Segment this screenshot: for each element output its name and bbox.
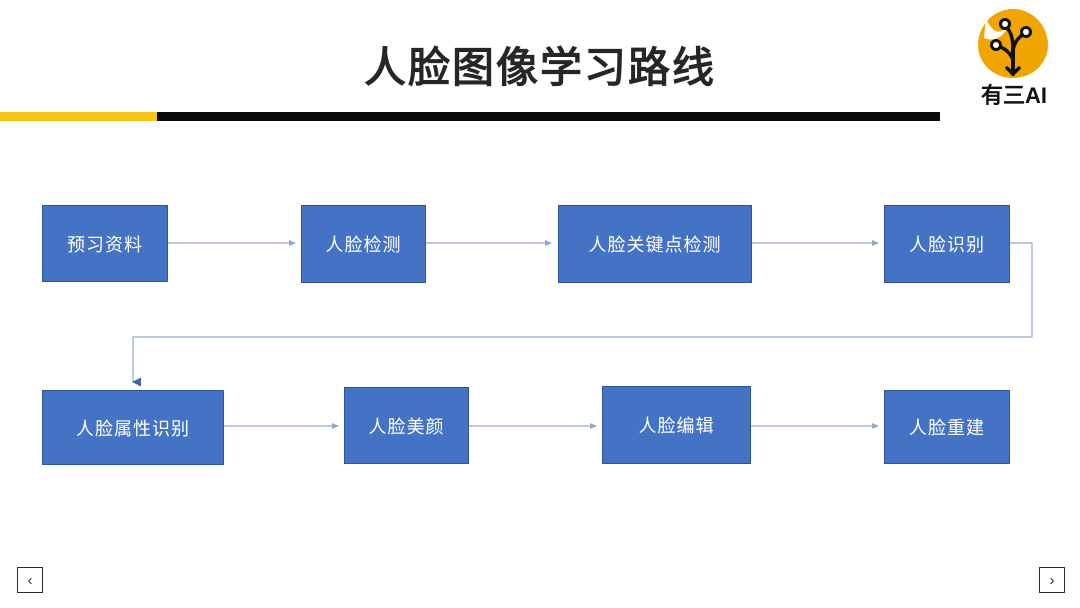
flame-circuit-logo-icon [978, 9, 1048, 78]
flow-node-label: 人脸关键点检测 [588, 235, 722, 255]
title-divider [0, 112, 940, 121]
edge-recognition-to-attribute [132, 242, 1033, 387]
flow-node-face-beautify[interactable]: 人脸美颜 [344, 387, 469, 464]
flow-node-label: 预习资料 [67, 234, 143, 255]
flow-node-face-detection[interactable]: 人脸检测 [301, 205, 426, 283]
flow-node-label: 人脸编辑 [638, 416, 715, 436]
next-slide-button[interactable]: › [1039, 567, 1065, 593]
flow-node-label: 人脸检测 [325, 235, 402, 255]
page-title: 人脸图像学习路线 [363, 46, 716, 92]
prev-slide-button[interactable]: ‹ [17, 567, 43, 593]
flow-node-attribute-recognition[interactable]: 人脸属性识别 [42, 390, 224, 465]
chevron-left-icon: ‹ [27, 571, 33, 589]
brand-logo: 有三AI [964, 8, 1064, 108]
flow-node-landmark-detection[interactable]: 人脸关键点检测 [558, 205, 752, 283]
flow-node-label: 人脸识别 [909, 235, 985, 255]
flow-node-label: 人脸属性识别 [76, 418, 190, 439]
divider-black-segment [157, 112, 940, 121]
flow-node-face-recognition[interactable]: 人脸识别 [884, 205, 1010, 283]
flow-node-label: 人脸重建 [909, 418, 985, 438]
flow-node-face-editing[interactable]: 人脸编辑 [602, 386, 751, 464]
flow-node-prep[interactable]: 预习资料 [42, 205, 168, 282]
flow-node-label: 人脸美颜 [368, 416, 445, 437]
flow-node-face-reconstruction[interactable]: 人脸重建 [884, 390, 1010, 464]
divider-yellow-segment [0, 112, 157, 121]
brand-logo-text: 有三AI [980, 83, 1047, 108]
chevron-right-icon: › [1049, 571, 1055, 589]
